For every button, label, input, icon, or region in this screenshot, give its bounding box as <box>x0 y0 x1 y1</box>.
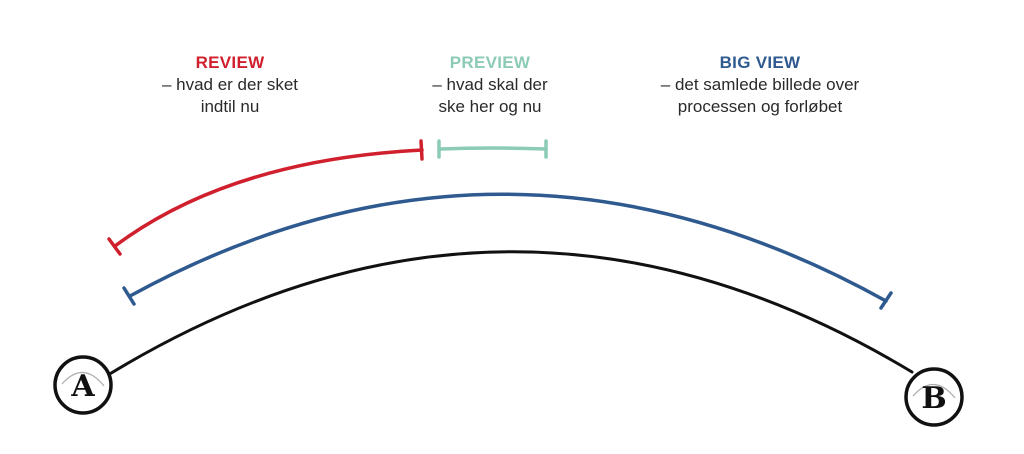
preview-title: PREVIEW <box>449 53 531 72</box>
bigview-arc <box>128 192 888 303</box>
bigview-arc-end-cap <box>879 291 893 310</box>
review-title: REVIEW <box>195 53 265 72</box>
endpoint-b-label: B <box>921 381 946 416</box>
review-arc-end-cap <box>419 139 424 161</box>
bigview-title: BIG VIEW <box>719 53 801 72</box>
bigview-description: – det samlede billede over processen og … <box>660 75 860 116</box>
preview-bracket <box>438 146 548 151</box>
bigview-label: BIG VIEW – det samlede billede over proc… <box>630 52 890 118</box>
preview-description: – hvad skal der ske her og nu <box>432 75 548 116</box>
review-label: REVIEW – hvad er der sket indtil nu <box>130 52 330 118</box>
review-arc-start-cap <box>107 237 122 256</box>
review-arc <box>113 148 424 248</box>
process-arc <box>106 250 914 377</box>
endpoint-a-label: A <box>70 369 95 404</box>
review-description: – hvad er der sket indtil nu <box>161 75 299 116</box>
preview-label: PREVIEW – hvad skal der ske her og nu <box>395 52 585 118</box>
endpoint-b: B <box>904 367 964 427</box>
endpoint-a: A <box>53 355 113 415</box>
bigview-arc-start-cap <box>122 286 136 306</box>
